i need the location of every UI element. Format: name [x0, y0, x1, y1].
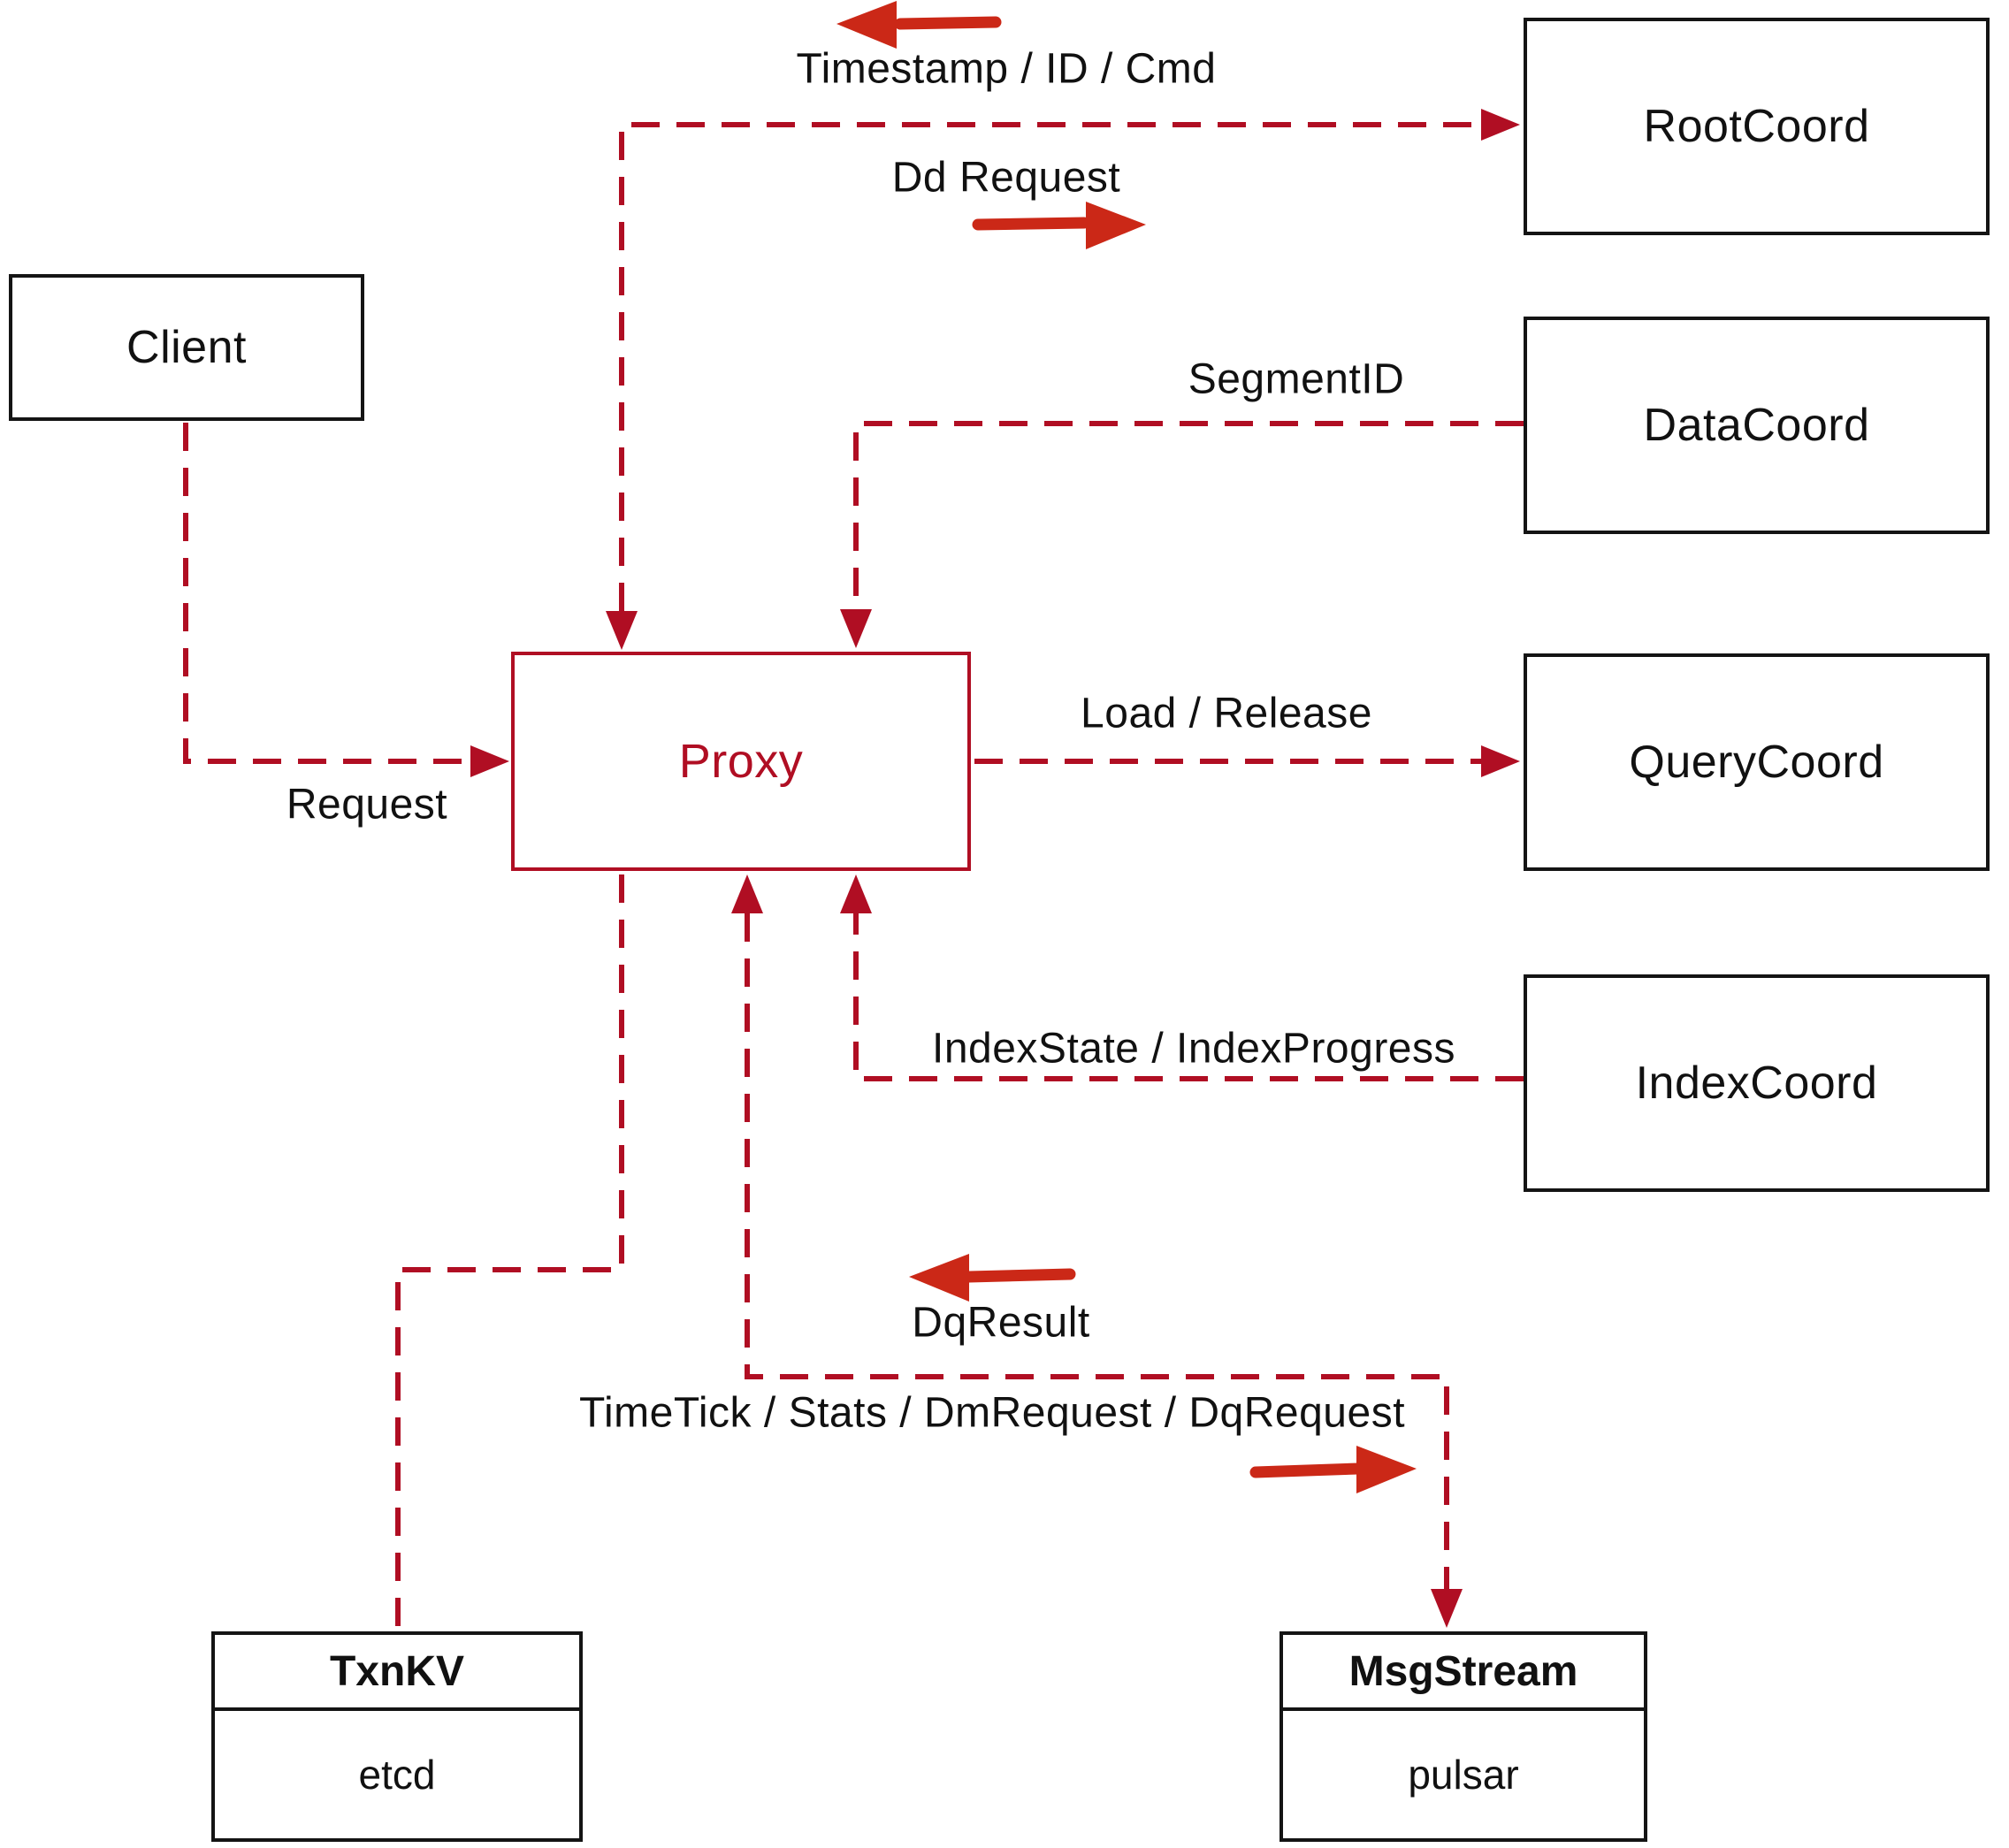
- node-querycoord-label: QueryCoord: [1629, 737, 1884, 788]
- direction-arrow-right-timetick-icon: [1249, 1446, 1417, 1493]
- node-proxy: Proxy: [511, 652, 971, 871]
- arrowhead-up-into-proxy-2-icon: [731, 874, 763, 913]
- node-rootcoord: RootCoord: [1524, 18, 1990, 235]
- arrowhead-down-into-proxy-icon: [606, 611, 638, 650]
- arrowhead-right-into-proxy-icon: [470, 745, 509, 777]
- edge-indexcoord-to-proxy-line: [853, 913, 1524, 1081]
- arrowhead-right-into-querycoord-icon: [1481, 745, 1520, 777]
- direction-arrow-left-timestamp-icon: [836, 1, 1002, 49]
- node-datacoord: DataCoord: [1524, 317, 1990, 534]
- node-querycoord: QueryCoord: [1524, 653, 1990, 871]
- edge-label-index-state: IndexState / IndexProgress: [932, 1025, 1455, 1073]
- node-txnkv-impl: etcd: [358, 1752, 436, 1798]
- edge-label-load-release: Load / Release: [1081, 690, 1372, 737]
- edge-proxy-rootcoord-line: [619, 122, 1481, 611]
- node-proxy-label: Proxy: [678, 735, 804, 788]
- direction-arrow-left-dqresult-icon: [909, 1254, 1076, 1302]
- edge-label-timestamp-id-cmd: Timestamp / ID / Cmd: [796, 45, 1217, 93]
- edge-label-segment-id: SegmentID: [1188, 355, 1405, 403]
- arrowhead-up-into-proxy-icon: [840, 874, 872, 913]
- node-indexcoord: IndexCoord: [1524, 974, 1990, 1192]
- edge-label-request: Request: [286, 781, 448, 829]
- node-client: Client: [9, 274, 364, 421]
- node-client-label: Client: [126, 322, 247, 373]
- edge-client-to-proxy-line: [183, 423, 469, 764]
- arrowhead-down-into-msgstream-icon: [1431, 1589, 1463, 1628]
- direction-arrow-right-dd-request-icon: [972, 202, 1146, 249]
- node-rootcoord-label: RootCoord: [1643, 101, 1870, 152]
- node-msgstream-title: MsgStream: [1283, 1635, 1644, 1711]
- node-indexcoord-label: IndexCoord: [1635, 1058, 1878, 1109]
- node-msgstream-impl: pulsar: [1408, 1752, 1519, 1798]
- edge-label-dd-request: Dd Request: [891, 154, 1121, 202]
- edge-proxy-msgstream-line: [745, 913, 1449, 1591]
- edge-label-time-tick: TimeTick / Stats / DmRequest / DqRequest: [578, 1389, 1406, 1437]
- edge-label-dq-result: DqResult: [912, 1299, 1090, 1347]
- node-datacoord-label: DataCoord: [1643, 400, 1870, 451]
- edge-datacoord-to-proxy-line: [853, 421, 1524, 609]
- edge-proxy-to-txnkv-line: [395, 874, 624, 1630]
- arrowhead-down-into-proxy-2-icon: [840, 609, 872, 648]
- node-txnkv-title: TxnKV: [215, 1635, 579, 1711]
- arrowhead-right-into-rootcoord-icon: [1481, 109, 1520, 141]
- node-msgstream: MsgStream pulsar: [1279, 1631, 1647, 1842]
- node-txnkv: TxnKV etcd: [211, 1631, 583, 1842]
